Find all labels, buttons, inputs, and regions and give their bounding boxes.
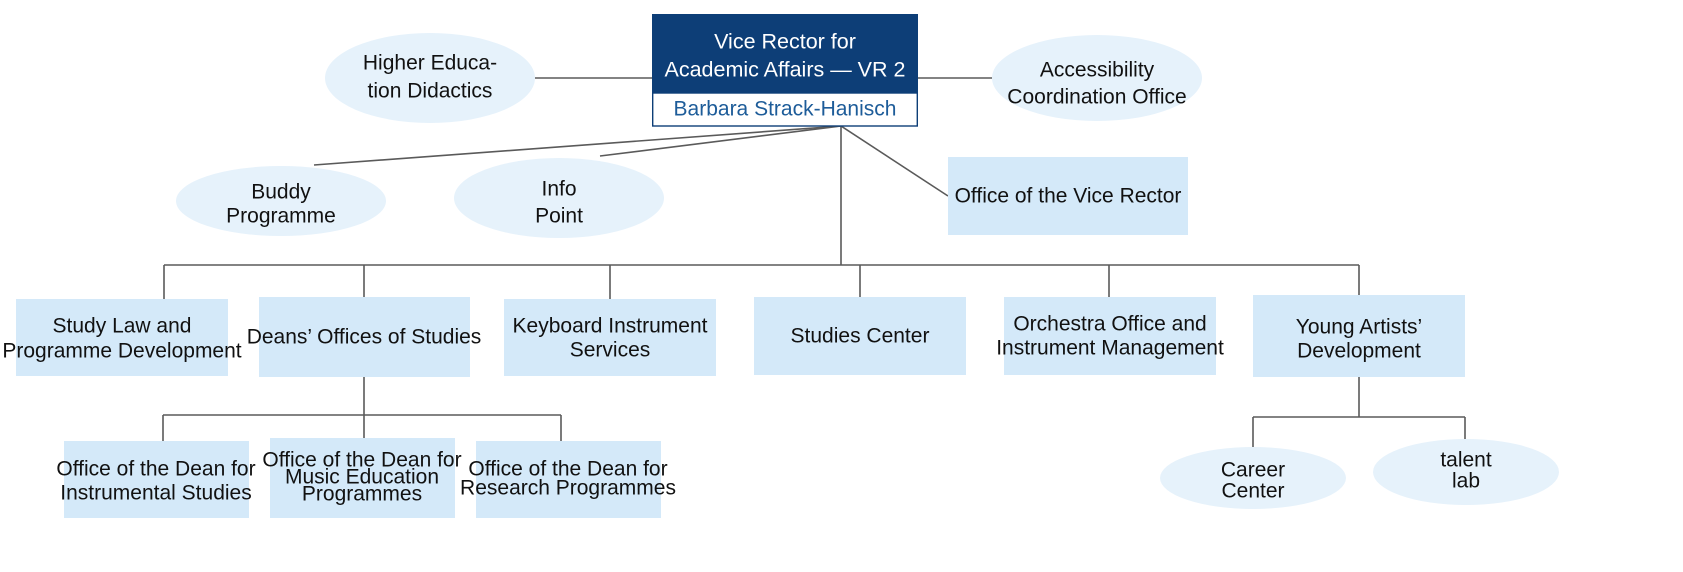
- node-study-law-and-programme-development[interactable]: Study Law and Programme Development: [2, 299, 242, 376]
- node-label-line2: Research Programmes: [460, 477, 676, 500]
- edges-layer: [162, 77, 1466, 447]
- node-label-line2: Instrument Management: [996, 337, 1224, 360]
- node-office-of-the-dean-for-research-programmes[interactable]: Office of the Dean for Research Programm…: [460, 441, 676, 518]
- node-career-center[interactable]: Career Center: [1160, 447, 1346, 509]
- root-title-line1: Vice Rector for: [714, 30, 856, 54]
- node-label-line1: Study Law and: [53, 315, 192, 338]
- node-label-line2: Coordination Office: [1007, 86, 1186, 109]
- node-label-line3: Programmes: [302, 483, 422, 506]
- node-label-line2: Programme: [226, 205, 336, 228]
- node-shape-rect: [1004, 297, 1216, 375]
- node-label-line2: tion Didactics: [368, 80, 493, 103]
- node-shape-rect: [476, 441, 661, 518]
- node-label-line2: lab: [1452, 470, 1480, 493]
- node-label-line1: Keyboard Instrument: [513, 315, 708, 338]
- node-higher-education-didactics[interactable]: Higher Educa- tion Didactics: [325, 33, 535, 123]
- node-label-line1: Office of the Dean for: [56, 458, 255, 481]
- node-label-line1: Career: [1221, 459, 1285, 482]
- node-orchestra-office-and-instrument-management[interactable]: Orchestra Office and Instrument Manageme…: [996, 297, 1224, 375]
- node-label-line1: Office of the Vice Rector: [955, 185, 1182, 208]
- node-label-line1: Office of the Dean for: [262, 449, 461, 472]
- node-office-of-the-dean-for-music-education-programmes[interactable]: Office of the Dean for Music Education P…: [262, 438, 462, 518]
- node-studies-center[interactable]: Studies Center: [754, 297, 966, 375]
- node-label-line2: Instrumental Studies: [60, 482, 251, 505]
- node-label-line1: Info: [541, 178, 576, 201]
- node-shape-rect: [64, 441, 249, 518]
- node-label-line1: Studies Center: [791, 325, 930, 348]
- node-shape-ellipse: [325, 33, 535, 123]
- node-shape-ellipse: [992, 35, 1202, 121]
- node-shape-ellipse: [1373, 439, 1559, 505]
- root-person-name: Barbara Strack-Hanisch: [674, 98, 897, 121]
- node-root-vice-rector[interactable]: Vice Rector for Academic Affairs — VR 2 …: [652, 14, 919, 127]
- node-buddy-programme[interactable]: Buddy Programme: [176, 166, 386, 236]
- node-shape-rect: [504, 299, 716, 376]
- node-label-line1: Young Artists’: [1296, 316, 1422, 339]
- node-shape-ellipse: [454, 158, 664, 238]
- node-shape-rect: [270, 438, 455, 518]
- node-label-line2: Programme Development: [2, 340, 241, 363]
- node-office-of-the-dean-for-instrumental-studies[interactable]: Office of the Dean for Instrumental Stud…: [56, 441, 256, 518]
- node-label-line1: Office of the Dean for: [468, 458, 667, 481]
- node-shape-rect: [259, 297, 470, 377]
- node-shape-ellipse: [176, 166, 386, 236]
- node-label-line2: Center: [1221, 480, 1284, 503]
- node-label-line1: Buddy: [251, 181, 311, 204]
- node-info-point[interactable]: Info Point: [454, 158, 664, 238]
- root-header-shape: [652, 14, 918, 93]
- root-title-line2: Academic Affairs — VR 2: [665, 58, 906, 82]
- node-label-line1: Orchestra Office and: [1013, 313, 1206, 336]
- node-label-line2: Point: [535, 205, 583, 228]
- node-keyboard-instrument-services[interactable]: Keyboard Instrument Services: [504, 299, 716, 376]
- node-label-line2: Services: [570, 339, 651, 362]
- node-label-line1: Accessibility: [1040, 59, 1155, 82]
- node-label-line2: Development: [1297, 340, 1421, 363]
- node-accessibility-coordination-office[interactable]: Accessibility Coordination Office: [992, 35, 1202, 121]
- node-shape-ellipse: [1160, 447, 1346, 509]
- node-shape-rect: [754, 297, 966, 375]
- node-office-of-the-vice-rector[interactable]: Office of the Vice Rector: [948, 157, 1188, 235]
- edge-root-to-info-point: [599, 125, 842, 157]
- node-label-line1: Deans’ Offices of Studies: [247, 326, 482, 349]
- node-shape-rect: [16, 299, 228, 376]
- node-shape-rect: [948, 157, 1188, 235]
- node-label-line1: Higher Educa-: [363, 52, 497, 75]
- node-deans-offices-of-studies[interactable]: Deans’ Offices of Studies: [247, 297, 482, 377]
- root-body-shape: [652, 92, 919, 127]
- node-young-artists-development[interactable]: Young Artists’ Development: [1253, 295, 1465, 377]
- edge-root-to-buddy-programme: [313, 125, 842, 166]
- node-label-line2: Music Education: [285, 466, 439, 489]
- node-label-line1: talent: [1440, 449, 1492, 472]
- edge-root-to-office-of-vice-rector: [840, 125, 949, 197]
- node-talent-lab[interactable]: talent lab: [1373, 439, 1559, 505]
- node-shape-rect: [1253, 295, 1465, 377]
